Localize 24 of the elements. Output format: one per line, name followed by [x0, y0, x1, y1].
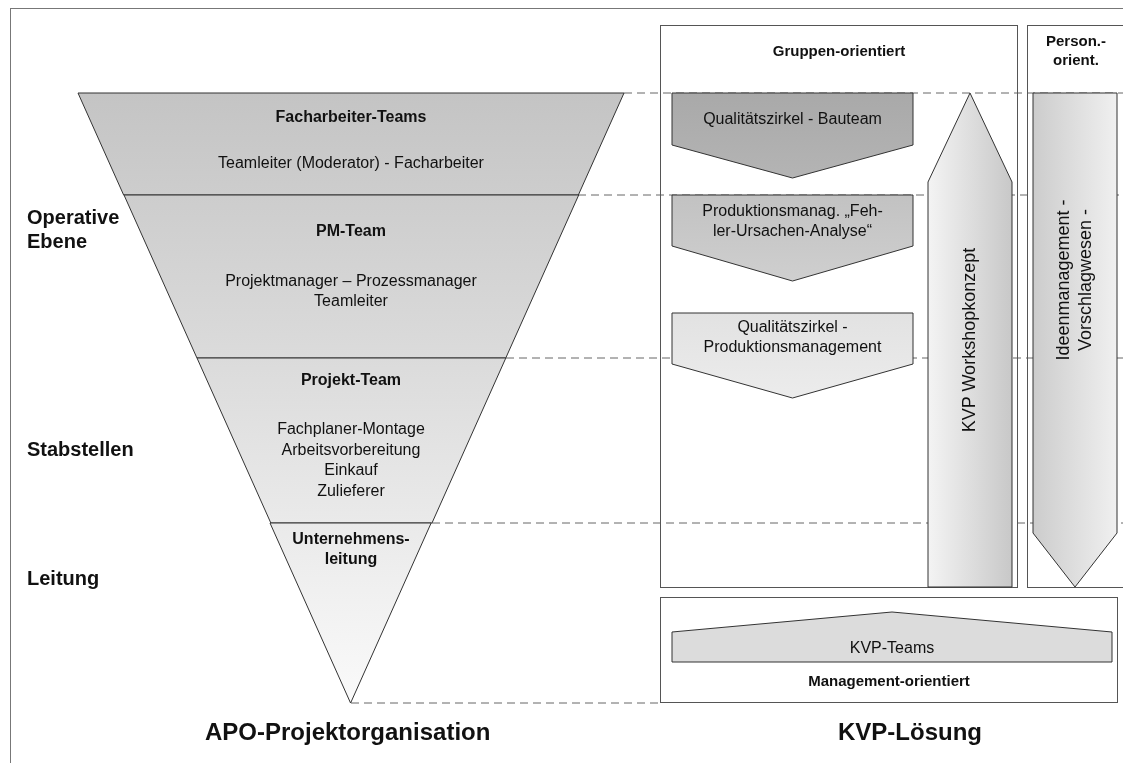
panel-frame — [660, 25, 1018, 588]
panel-frame — [660, 597, 1118, 703]
vertical-label: KVP Workshopkonzept — [959, 246, 981, 435]
team-members: Teamleiter (Moderator) - Facharbeiter — [217, 153, 485, 173]
team-members: Projektmanager – Prozessmanager Teamleiter — [224, 271, 478, 311]
process-label: KVP-Teams — [848, 638, 936, 658]
level-label: Operative Ebene — [27, 205, 121, 253]
team-heading: PM-Team — [316, 221, 386, 241]
level-label: Leitung — [27, 566, 100, 590]
section-title: KVP-Lösung — [838, 718, 982, 747]
process-label: Produktionsmanag. „Feh- ler-Ursachen-Analyse“ — [701, 201, 884, 241]
team-heading: Unternehmens- leitung — [291, 529, 411, 569]
column-heading: Management-orientiert — [807, 672, 971, 691]
team-members: Fachplaner-Montage Arbeitsvorbereitung Einkauf Zulieferer — [276, 418, 426, 502]
team-heading: Facharbeiter-Teams — [275, 107, 427, 127]
process-label: Qualitätszirkel - Bauteam — [702, 109, 883, 129]
vertical-label: Ideenmanagement - Vorschlagwesen - — [1053, 198, 1096, 363]
section-title: APO-Projektorganisation — [205, 718, 491, 747]
column-heading: Person.- orient. — [1045, 32, 1107, 70]
process-label: Qualitätszirkel - Produktionsmanagement — [702, 317, 883, 357]
level-label: Stabstellen — [27, 437, 134, 461]
column-heading: Gruppen-orientiert — [771, 42, 907, 61]
team-heading: Projekt-Team — [300, 370, 402, 390]
panel-frame — [1027, 25, 1123, 588]
